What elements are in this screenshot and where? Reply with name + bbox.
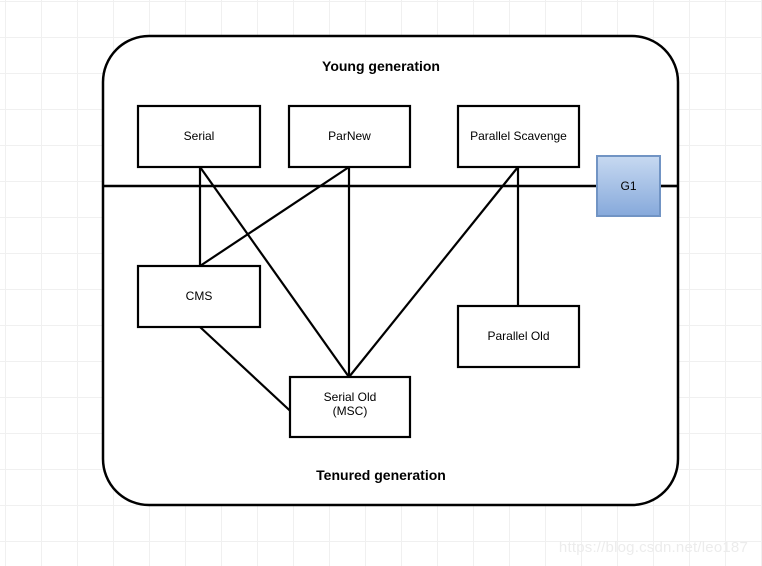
node-serial[interactable] [136, 104, 262, 169]
young-generation-title: Young generation [322, 58, 440, 74]
edge-parallel-scavenge-to-serial-old [348, 166, 519, 378]
node-serial-old[interactable] [288, 375, 412, 439]
node-parallel-scavenge[interactable] [456, 104, 581, 169]
edge-parnew-to-cms [199, 166, 350, 267]
tenured-generation-title: Tenured generation [316, 467, 446, 483]
edge-group [198, 166, 678, 421]
node-parallel-old[interactable] [456, 304, 581, 369]
edge-serial-to-serial-old [199, 166, 350, 378]
node-cms[interactable] [136, 264, 262, 329]
node-parnew[interactable] [287, 104, 412, 169]
watermark: https://blog.csdn.net/leo187 [558, 539, 748, 556]
edge-cms-to-serial-old [199, 326, 301, 421]
node-g1[interactable] [596, 155, 661, 217]
